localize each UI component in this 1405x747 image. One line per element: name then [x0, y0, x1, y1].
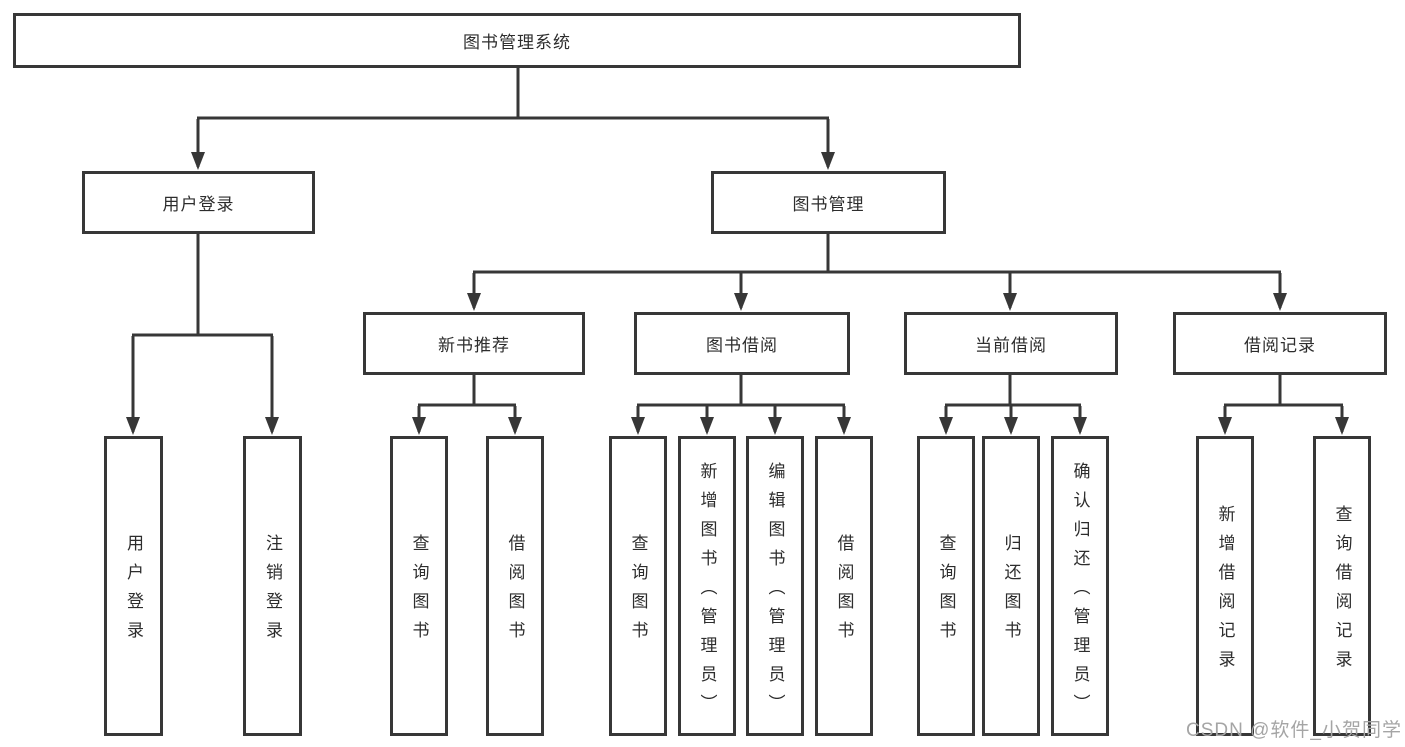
leaf-confirm-return-admin: 确认归还（管理员）: [1051, 436, 1109, 736]
leaf-borrow-books-recommend: 借阅图书: [486, 436, 544, 736]
watermark: CSDN @软件_小贺同学: [1186, 720, 1402, 741]
node-book-management: 图书管理: [711, 171, 946, 234]
leaf-query-books-recommend: 查询图书: [390, 436, 448, 736]
node-borrowing-records: 借阅记录: [1173, 312, 1387, 375]
node-library-management-system: 图书管理系统: [13, 13, 1021, 68]
node-book-borrowing: 图书借阅: [634, 312, 850, 375]
leaf-add-borrow-record: 新增借阅记录: [1196, 436, 1254, 736]
leaf-query-books-borrow: 查询图书: [609, 436, 667, 736]
leaf-return-books: 归还图书: [982, 436, 1040, 736]
node-current-borrowing: 当前借阅: [904, 312, 1118, 375]
leaf-borrow-books: 借阅图书: [815, 436, 873, 736]
leaf-logout: 注销登录: [243, 436, 302, 736]
leaf-query-books-current: 查询图书: [917, 436, 975, 736]
leaf-query-borrow-record: 查询借阅记录: [1313, 436, 1371, 736]
leaf-user-login: 用户登录: [104, 436, 163, 736]
leaf-edit-books-admin: 编辑图书（管理员）: [746, 436, 804, 736]
node-new-book-recommendation: 新书推荐: [363, 312, 585, 375]
node-user-login: 用户登录: [82, 171, 315, 234]
leaf-add-books-admin: 新增图书（管理员）: [678, 436, 736, 736]
